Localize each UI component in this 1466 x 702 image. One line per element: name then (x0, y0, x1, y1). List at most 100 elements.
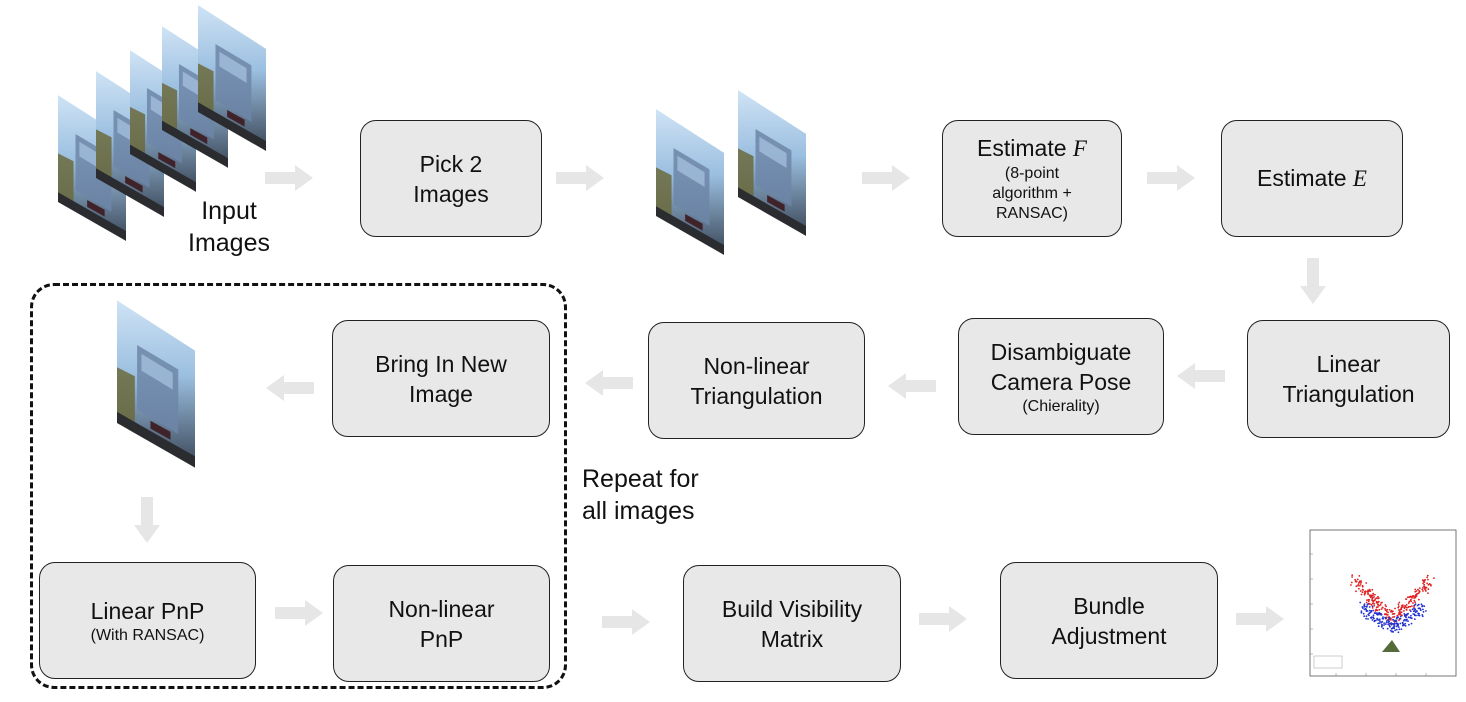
point-marker (1406, 618, 1408, 621)
point-marker (1407, 616, 1410, 619)
point-marker (1422, 582, 1424, 585)
point-cloud-plot-icon (1309, 529, 1457, 677)
point-marker (1365, 601, 1368, 604)
point-marker (1420, 603, 1423, 606)
point-marker (1373, 603, 1376, 605)
point-marker (1403, 610, 1405, 612)
point-marker (1387, 619, 1390, 621)
point-marker (1414, 608, 1417, 611)
point-marker (1354, 578, 1356, 581)
point-marker (1366, 599, 1368, 602)
block-arrow-icon (265, 165, 313, 191)
point-marker (1385, 616, 1388, 619)
point-marker (1401, 621, 1404, 624)
point-marker (1380, 608, 1383, 610)
point-marker (1418, 598, 1420, 601)
point-marker (1404, 604, 1406, 607)
point-marker (1411, 608, 1414, 611)
point-marker (1397, 605, 1400, 608)
e-symbol: E (1352, 166, 1367, 191)
point-marker (1406, 613, 1408, 615)
point-marker (1387, 614, 1389, 616)
point-marker (1404, 625, 1407, 627)
block-arrow-icon (134, 497, 160, 543)
point-marker (1373, 604, 1375, 607)
point-marker (1401, 604, 1404, 607)
point-marker (1358, 580, 1361, 583)
point-marker (1373, 617, 1375, 620)
point-marker (1369, 609, 1371, 612)
point-marker (1418, 612, 1420, 615)
point-marker (1373, 612, 1376, 615)
point-marker (1367, 600, 1370, 603)
point-marker (1393, 623, 1395, 625)
point-marker (1399, 622, 1402, 625)
point-marker (1388, 609, 1391, 611)
point-marker (1385, 613, 1388, 616)
point-marker (1362, 612, 1365, 615)
point-marker (1414, 603, 1417, 605)
point-marker (1404, 622, 1407, 625)
point-marker (1387, 623, 1390, 626)
point-marker (1377, 597, 1380, 599)
point-marker (1417, 607, 1420, 610)
point-marker (1378, 618, 1381, 621)
point-marker (1359, 583, 1362, 585)
point-marker (1377, 600, 1380, 603)
point-marker (1408, 596, 1410, 598)
point-marker (1423, 579, 1425, 582)
nonlinear-triangulation-box: Non-linear Triangulation (648, 322, 865, 439)
point-marker (1427, 578, 1429, 581)
block-arrow-icon (919, 606, 967, 632)
point-marker (1380, 625, 1383, 628)
block-arrow-icon (585, 370, 633, 396)
point-marker (1350, 584, 1352, 586)
point-marker (1399, 615, 1402, 618)
point-marker (1392, 631, 1395, 633)
point-marker (1389, 610, 1392, 613)
point-marker (1372, 602, 1374, 605)
point-marker (1419, 609, 1422, 611)
point-marker (1367, 593, 1369, 595)
point-marker (1410, 617, 1413, 620)
point-marker (1413, 604, 1416, 607)
point-marker (1381, 601, 1383, 604)
point-marker (1395, 617, 1398, 620)
point-marker (1378, 622, 1381, 624)
point-marker (1351, 576, 1353, 578)
point-marker (1363, 593, 1366, 596)
point-marker (1384, 616, 1386, 619)
point-marker (1426, 574, 1429, 577)
point-marker (1418, 614, 1421, 617)
point-marker (1395, 628, 1398, 631)
point-marker (1355, 585, 1358, 588)
point-marker (1395, 625, 1398, 628)
point-marker (1365, 605, 1367, 608)
block-arrow-icon (888, 373, 936, 399)
point-marker (1416, 604, 1419, 607)
point-marker (1371, 588, 1374, 591)
point-marker (1367, 613, 1370, 616)
point-marker (1371, 605, 1374, 608)
block-arrow-icon (266, 375, 314, 401)
point-marker (1422, 608, 1424, 611)
point-marker (1376, 601, 1379, 603)
point-marker (1373, 596, 1375, 598)
point-marker (1395, 622, 1398, 625)
point-marker (1418, 587, 1421, 589)
point-marker (1360, 611, 1363, 614)
point-marker (1422, 590, 1424, 592)
point-marker (1418, 591, 1421, 594)
estimate-f-box: Estimate F (8-point algorithm + RANSAC) (942, 120, 1122, 237)
point-marker (1366, 603, 1369, 606)
point-marker (1410, 614, 1412, 617)
point-marker (1418, 590, 1421, 592)
point-marker (1396, 616, 1399, 619)
point-marker (1410, 600, 1413, 603)
point-marker (1372, 592, 1375, 595)
point-marker (1370, 595, 1373, 598)
point-marker (1394, 607, 1396, 610)
point-marker (1365, 615, 1368, 618)
point-marker (1393, 612, 1396, 615)
point-marker (1391, 610, 1394, 613)
